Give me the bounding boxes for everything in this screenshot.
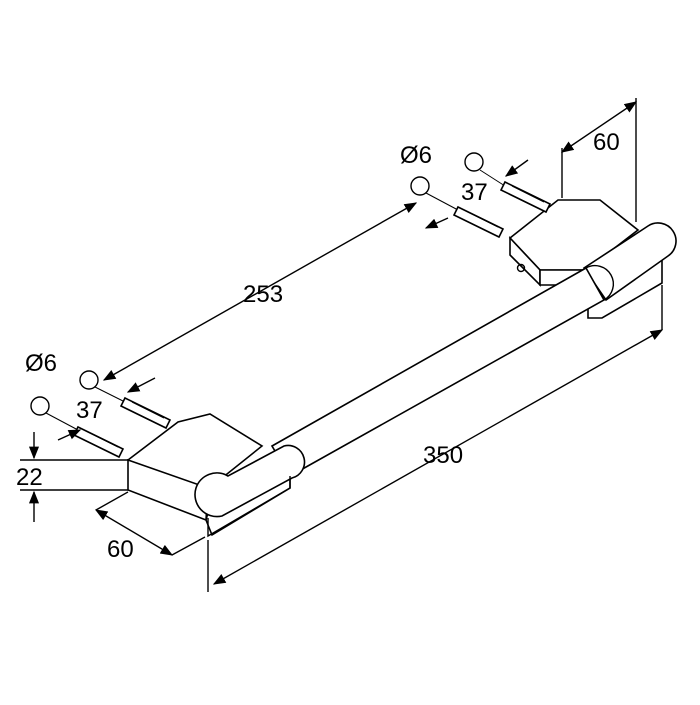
dimension-labels: Ø6 37 60 253 350 Ø6 37 22 60 (16, 129, 620, 563)
left-hole-marker-2 (30, 396, 50, 416)
dim-wall-offset-left: 60 (107, 536, 134, 563)
dim-screw-depth-right: 37 (461, 179, 488, 206)
right-hole-marker-2 (410, 176, 430, 196)
dim-hole-diameter-left: Ø6 (25, 350, 57, 377)
right-offset-dim-line (560, 101, 638, 153)
dim-base-height: 22 (16, 464, 43, 491)
dim-hole-diameter-right: Ø6 (400, 142, 432, 169)
dim-screw-depth-left: 37 (76, 397, 103, 424)
hole-spacing-dim-line (102, 202, 418, 381)
dim-hole-spacing: 253 (243, 281, 283, 308)
right-anchor-1 (499, 180, 552, 214)
overall-length-dim-line (212, 329, 664, 585)
dim-overall-length: 350 (423, 442, 463, 469)
left-offset-dim-line (94, 509, 174, 556)
right-mount-screw-hole (516, 263, 526, 273)
left-hole-marker-1 (79, 370, 99, 390)
dimension-lines (20, 98, 664, 592)
right-anchor-2 (452, 205, 505, 239)
right-hole-marker-1 (464, 152, 484, 172)
dim-wall-offset-right: 60 (593, 129, 620, 156)
left-anchor-1 (119, 396, 172, 430)
left-anchor-2 (72, 425, 125, 459)
right-screws (410, 152, 552, 239)
